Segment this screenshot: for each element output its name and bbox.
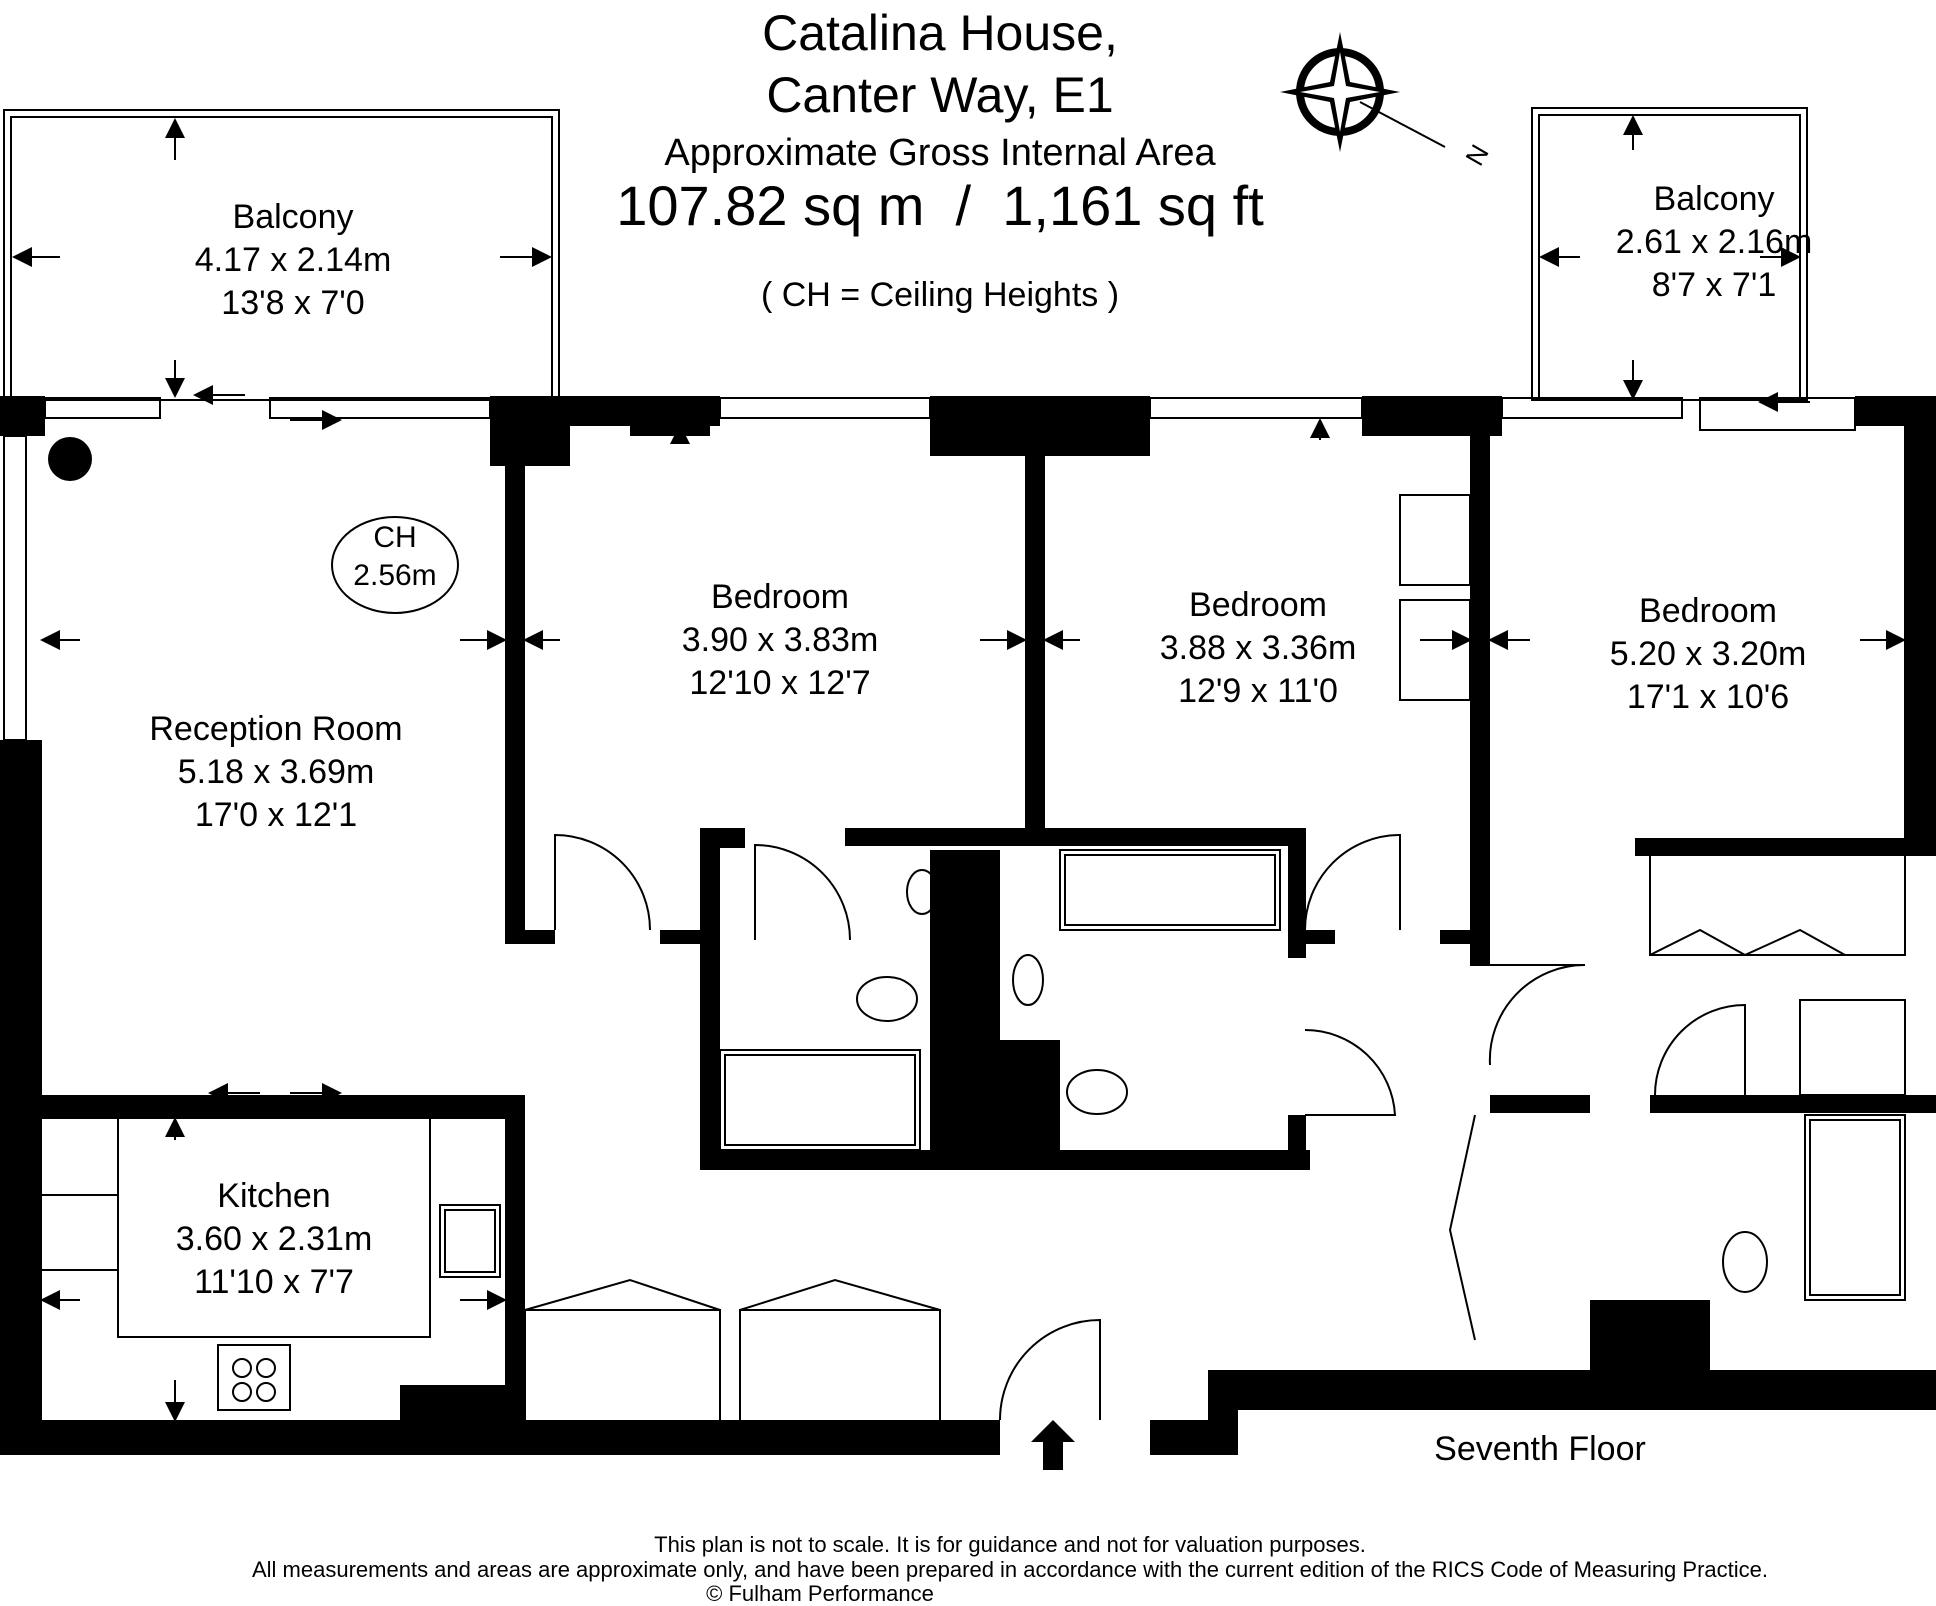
room-metric: 3.90 x 3.83m	[681, 621, 879, 659]
ceiling-height-label: CH	[373, 521, 417, 554]
floor-label: Seventh Floor	[1434, 1430, 1646, 1468]
room-imperial: 13'8 x 7'0	[221, 284, 365, 322]
room-name: Bedroom	[1639, 592, 1777, 630]
room-imperial: 17'1 x 10'6	[1626, 678, 1790, 716]
room-name: Bedroom	[711, 578, 849, 616]
room-name: Kitchen	[217, 1177, 331, 1215]
door-swings	[554, 833, 1746, 1421]
room-imperial: 17'0 x 12'1	[194, 796, 358, 834]
ceiling-height-note: ( CH = Ceiling Heights )	[760, 276, 1120, 314]
footer-disclaimer-line2: All measurements and areas are approxima…	[252, 1557, 1768, 1582]
room-label-kitchen: Kitchen 3.60 x 2.31m 11'10 x 7'7	[124, 1175, 424, 1304]
property-title-line1: Catalina House,	[762, 5, 1118, 61]
room-label-balcony-left: Balcony 4.17 x 2.14m 13'8 x 7'0	[143, 196, 443, 325]
external-walls	[0, 396, 1936, 1455]
room-label-bedroom-3: Bedroom 5.20 x 3.20m 17'1 x 10'6	[1558, 590, 1858, 719]
room-label-bedroom-1: Bedroom 3.90 x 3.83m 12'10 x 12'7	[630, 576, 930, 705]
balcony-left-outline	[3, 109, 560, 401]
soil-stack-marker	[48, 437, 92, 481]
property-title-line2: Canter Way, E1	[766, 67, 1114, 123]
dimension-arrows	[12, 115, 1906, 1422]
area-value: 107.82 sq m / 1,161 sq ft	[616, 174, 1264, 237]
room-name: Reception Room	[149, 710, 403, 748]
room-name: Balcony	[1653, 180, 1775, 218]
room-label-balcony-right: Balcony 2.61 x 2.16m 8'7 x 7'1	[1564, 178, 1864, 307]
area-label: Approximate Gross Internal Area	[664, 132, 1216, 174]
room-metric: 5.20 x 3.20m	[1609, 635, 1807, 673]
room-imperial: 11'10 x 7'7	[194, 1263, 354, 1301]
room-imperial: 8'7 x 7'1	[1651, 266, 1777, 304]
room-label-bedroom-2: Bedroom 3.88 x 3.36m 12'9 x 11'0	[1108, 584, 1408, 713]
wardrobes	[524, 494, 1906, 1426]
room-metric: 5.18 x 3.69m	[177, 753, 375, 791]
room-metric: 3.60 x 2.31m	[175, 1220, 373, 1258]
compass-rose-icon	[1280, 32, 1446, 152]
room-name: Bedroom	[1189, 586, 1327, 624]
room-imperial: 12'10 x 12'7	[689, 664, 871, 702]
room-metric: 2.61 x 2.16m	[1615, 223, 1813, 261]
bathroom-fixtures	[719, 849, 1906, 1354]
room-name: Balcony	[232, 198, 354, 236]
footer-disclaimer-line1: This plan is not to scale. It is for gui…	[654, 1532, 1366, 1557]
room-imperial: 12'9 x 11'0	[1178, 672, 1338, 710]
ceiling-height-badge	[331, 516, 459, 614]
windows	[3, 397, 1856, 741]
room-metric: 4.17 x 2.14m	[194, 241, 392, 279]
entrance-arrow-icon	[1031, 1420, 1075, 1470]
kitchen-fittings	[42, 1109, 501, 1411]
ceiling-height-value: 2.56m	[353, 559, 437, 592]
footer-copyright: © Fulham Performance	[706, 1581, 934, 1606]
room-metric: 3.88 x 3.36m	[1159, 629, 1357, 667]
room-label-reception: Reception Room 5.18 x 3.69m 17'0 x 12'1	[126, 708, 426, 837]
